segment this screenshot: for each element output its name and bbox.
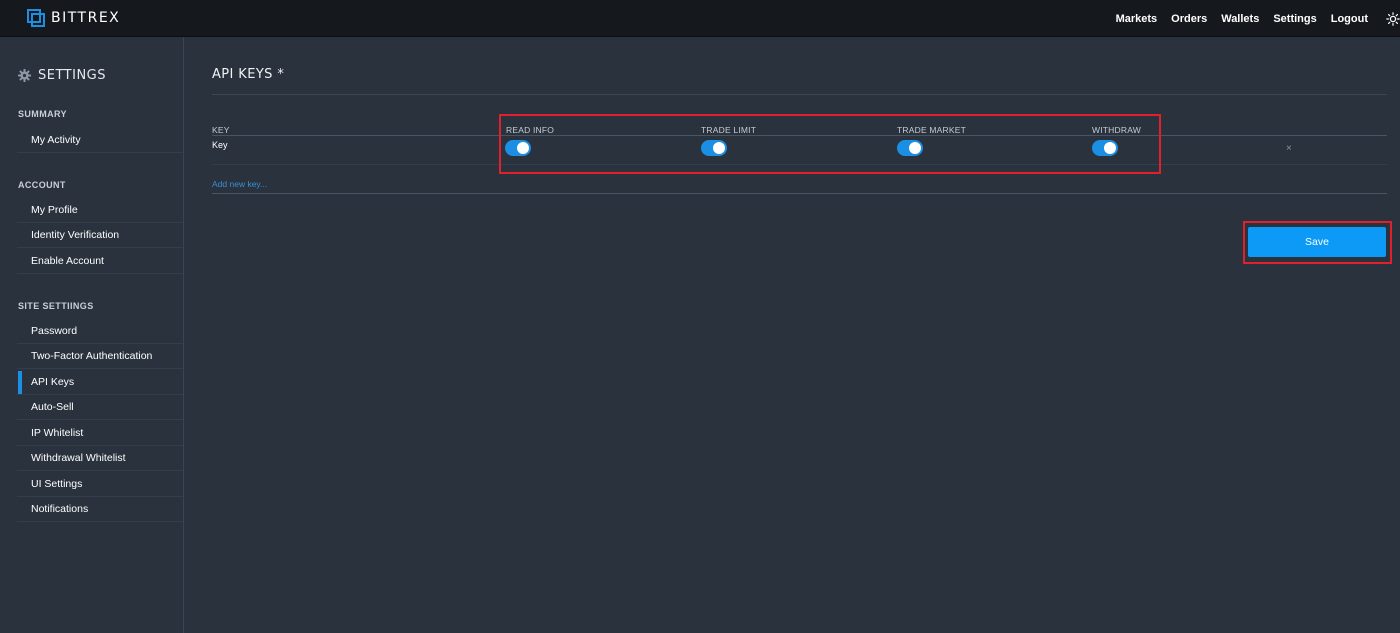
add-new-key-link[interactable]: Add new key...	[212, 179, 268, 189]
sidebar-item-withdrawal-whitelist[interactable]: Withdrawal Whitelist	[17, 446, 183, 471]
row-divider	[212, 164, 1387, 165]
permissions-highlight-box	[499, 114, 1161, 174]
top-bar: BITTREX Markets Orders Wallets Settings …	[0, 0, 1400, 37]
sidebar-item-password[interactable]: Password	[17, 319, 183, 344]
sidebar-item-api-keys[interactable]: API Keys	[17, 370, 183, 395]
sun-icon[interactable]	[1386, 11, 1400, 26]
logo-text: BITTREX	[51, 10, 121, 26]
sidebar-item-ui-settings[interactable]: UI Settings	[17, 472, 183, 497]
add-key-divider	[212, 193, 1387, 194]
logo[interactable]: BITTREX	[27, 9, 120, 27]
page-title: API KEYS *	[212, 67, 285, 82]
api-key-name: Key	[212, 140, 228, 150]
toggle-knob	[1104, 142, 1116, 154]
column-header-read-info: READ INFO	[506, 125, 555, 135]
nav-markets[interactable]: Markets	[1115, 12, 1158, 25]
sidebar-item-auto-sell[interactable]: Auto-Sell	[17, 395, 183, 420]
sidebar-item-enable-account[interactable]: Enable Account	[17, 249, 183, 274]
nav-orders[interactable]: Orders	[1171, 12, 1208, 25]
sidebar-item-two-factor[interactable]: Two-Factor Authentication	[17, 344, 183, 369]
gear-icon	[18, 68, 31, 82]
sidebar: SETTINGS SUMMARY My Activity ACCOUNT My …	[0, 37, 184, 633]
sidebar-item-notifications[interactable]: Notifications	[17, 497, 183, 522]
toggle-trade-limit[interactable]	[701, 140, 727, 156]
section-summary: SUMMARY	[18, 109, 67, 119]
bittrex-logo-icon	[27, 9, 45, 27]
header-divider	[212, 135, 1387, 136]
toggle-trade-market[interactable]	[897, 140, 923, 156]
nav-settings[interactable]: Settings	[1273, 12, 1317, 25]
delete-key-icon[interactable]: ×	[1286, 143, 1292, 154]
column-header-trade-market: TRADE MARKET	[897, 125, 966, 135]
section-site-settings: SITE SETTIINGS	[18, 301, 94, 311]
sidebar-item-my-profile[interactable]: My Profile	[17, 198, 183, 223]
sidebar-item-my-activity[interactable]: My Activity	[17, 128, 183, 153]
column-header-key: KEY	[212, 125, 230, 135]
sidebar-item-ip-whitelist[interactable]: IP Whitelist	[17, 421, 183, 446]
toggle-knob	[713, 142, 725, 154]
toggle-knob	[517, 142, 529, 154]
toggle-read-info[interactable]	[505, 140, 531, 156]
main-content: API KEYS * KEY READ INFO TRADE LIMIT TRA…	[185, 37, 1400, 633]
toggle-withdraw[interactable]	[1092, 140, 1118, 156]
toggle-knob	[909, 142, 921, 154]
save-button[interactable]: Save	[1248, 227, 1386, 257]
sidebar-title-text: SETTINGS	[38, 67, 107, 83]
column-header-withdraw: WITHDRAW	[1092, 125, 1141, 135]
sidebar-title: SETTINGS	[18, 67, 106, 83]
nav-logout[interactable]: Logout	[1330, 12, 1368, 25]
top-nav: Markets Orders Wallets Settings Logout	[1116, 0, 1400, 37]
column-header-trade-limit: TRADE LIMIT	[701, 125, 757, 135]
section-account: ACCOUNT	[18, 180, 66, 190]
sidebar-item-identity-verification[interactable]: Identity Verification	[17, 223, 183, 248]
nav-wallets[interactable]: Wallets	[1221, 12, 1260, 25]
title-divider	[212, 94, 1387, 95]
